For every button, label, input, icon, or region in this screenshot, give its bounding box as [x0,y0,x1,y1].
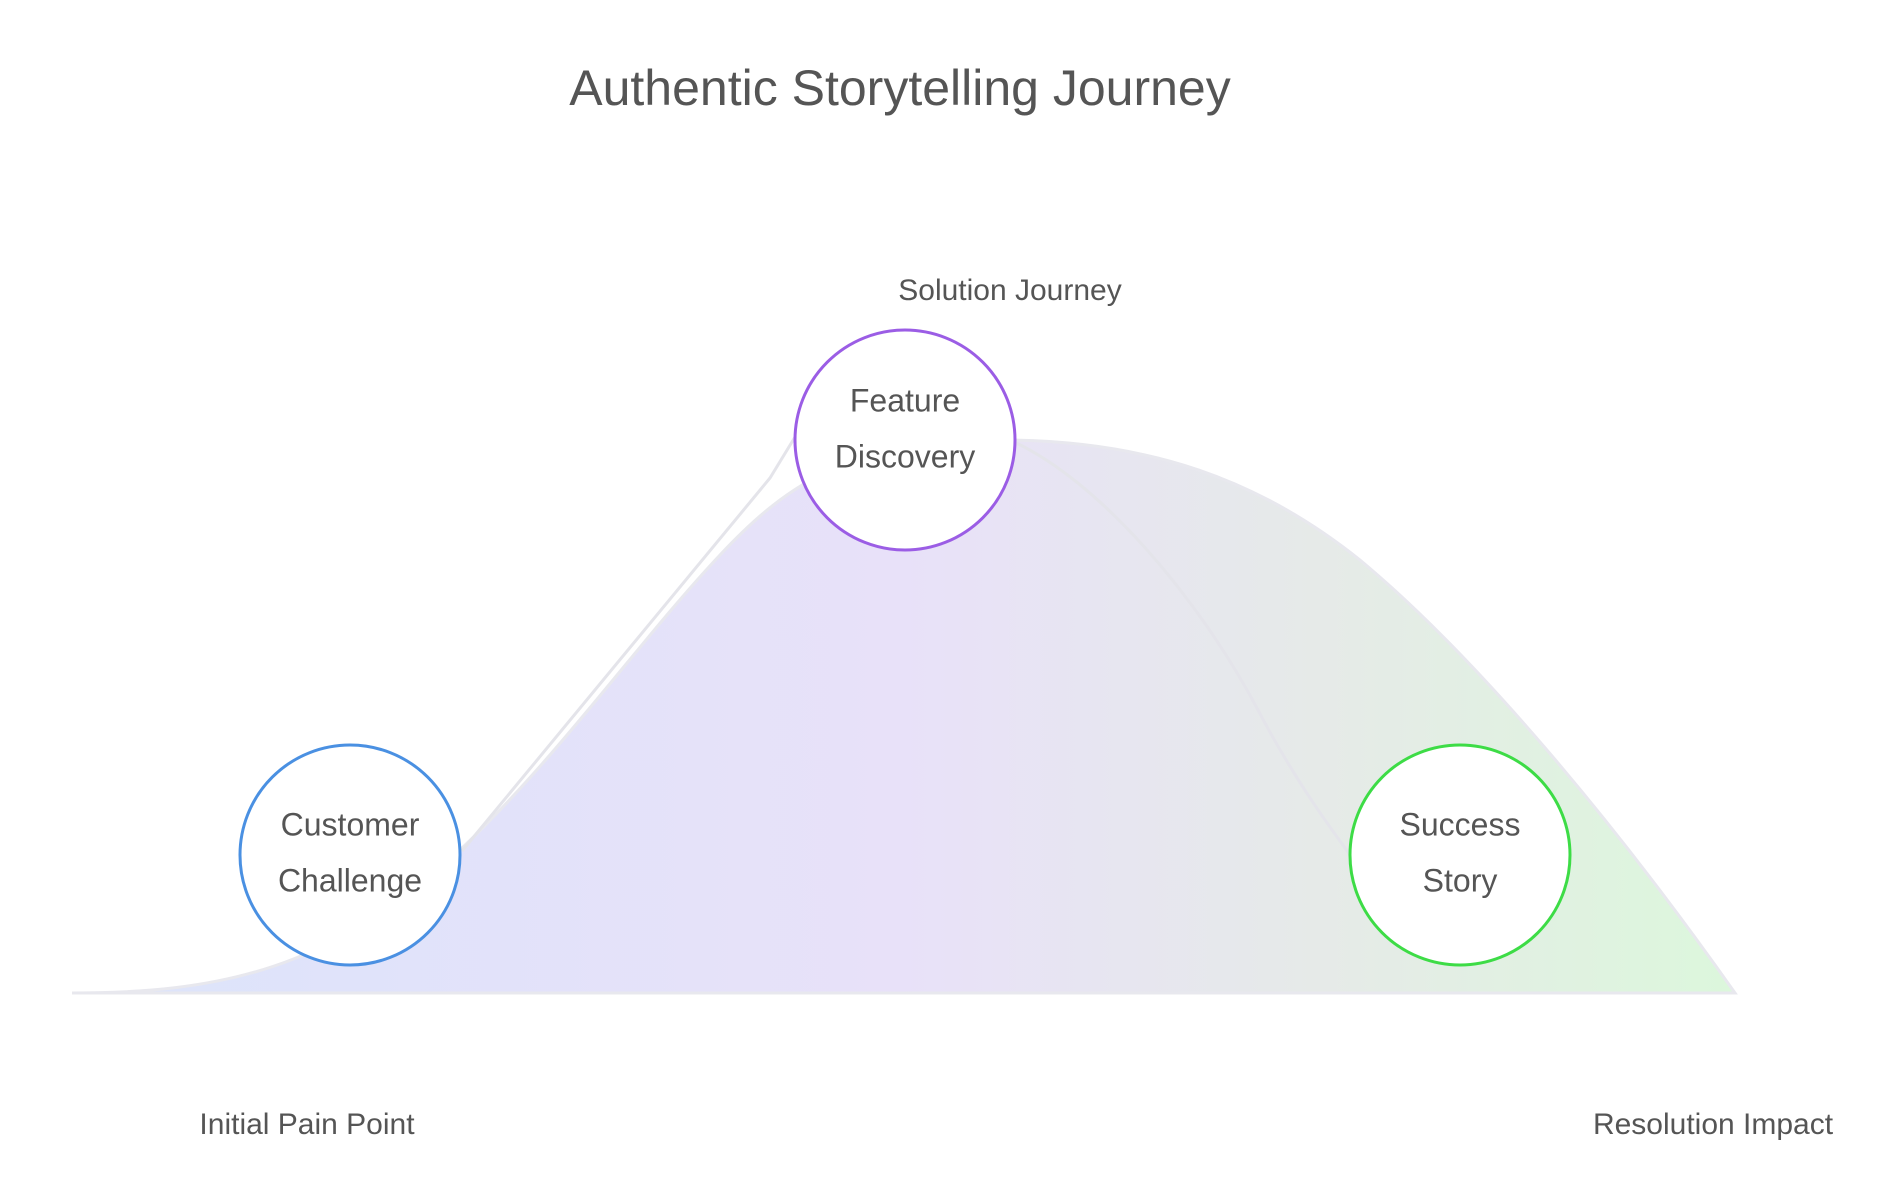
node-label-line2: Discovery [835,438,975,474]
stage-label-peak: Solution Journey [898,274,1121,307]
diagram-title: Authentic Storytelling Journey [569,60,1230,116]
node-feature-discovery: Feature Discovery [793,328,1017,552]
stage-label-end: Resolution Impact [1593,1108,1834,1141]
node-label-line2: Challenge [278,862,422,898]
node-label-line1: Feature [850,382,960,418]
node-label-line2: Story [1423,862,1498,898]
node-customer-challenge: Customer Challenge [238,743,462,967]
connector-line-start [460,436,797,852]
connector-line-end [1009,438,1352,856]
node-circle-feature-discovery [793,328,1017,552]
stage-label-start: Initial Pain Point [199,1108,415,1141]
node-success-story: Success Story [1348,743,1572,967]
node-label-line1: Success [1400,806,1521,842]
node-circle-success-story [1348,743,1572,967]
node-circle-customer-challenge [238,743,462,967]
node-label-line1: Customer [281,806,420,842]
